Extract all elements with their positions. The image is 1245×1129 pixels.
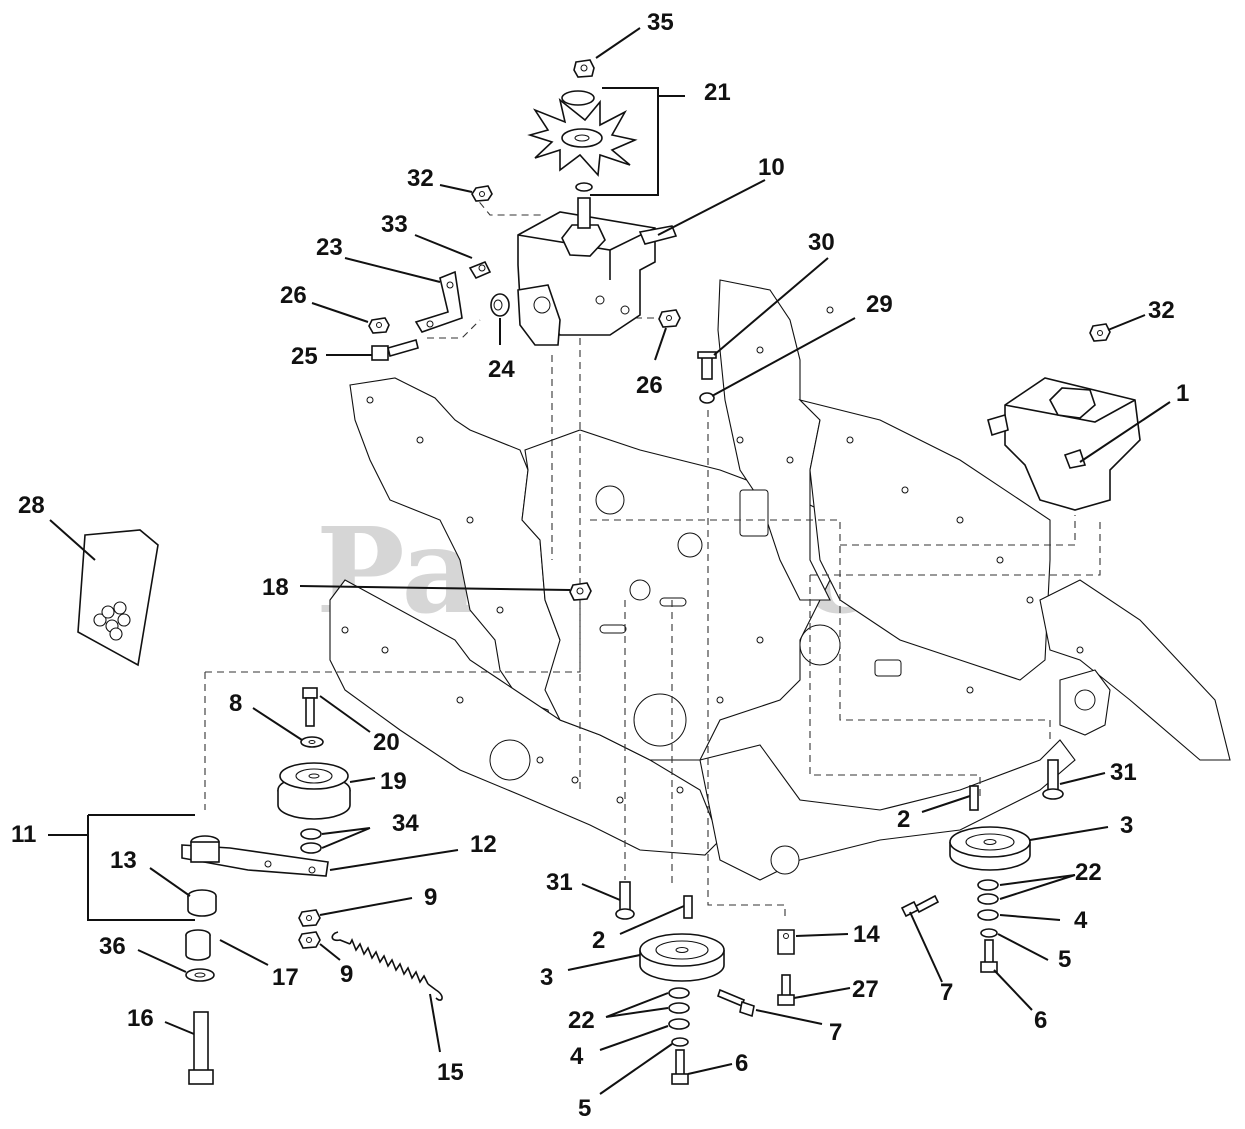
part-bolt-7a xyxy=(717,988,755,1018)
part-washers-34 xyxy=(300,828,322,854)
callouts: 35 21 10 32 33 23 26 25 24 26 30 29 32 1… xyxy=(11,9,1189,1122)
callout-25: 25 xyxy=(291,343,318,370)
part-pin-30 xyxy=(697,351,717,380)
part-lockwasher-5b xyxy=(980,928,998,938)
callout-3-right: 3 xyxy=(1120,812,1133,839)
callout-1: 1 xyxy=(1176,380,1189,407)
part-idler-arm-12 xyxy=(181,835,329,877)
part-washer-29 xyxy=(699,392,715,404)
callout-22-right: 22 xyxy=(1075,859,1102,886)
main-frame xyxy=(329,279,1231,881)
callout-4-right: 4 xyxy=(1074,907,1088,934)
callout-8: 8 xyxy=(229,690,242,717)
part-bolt-20 xyxy=(302,687,318,727)
callout-9-lower: 9 xyxy=(340,961,353,988)
part-key-2a xyxy=(683,895,693,919)
callout-31: 31 xyxy=(546,869,573,896)
callout-34: 34 xyxy=(392,810,419,837)
callout-19: 19 xyxy=(380,768,407,795)
part-nut-18 xyxy=(569,582,592,601)
callout-24: 24 xyxy=(488,356,515,383)
part-spacer-24 xyxy=(490,293,510,317)
part-bolt-16 xyxy=(188,1011,214,1085)
part-key-2b xyxy=(969,785,979,811)
part-washer-36 xyxy=(185,968,215,982)
part-spring-15 xyxy=(331,931,443,1001)
part-nut-26b xyxy=(658,309,681,328)
part-nut-9a xyxy=(298,909,321,927)
callout-22: 22 xyxy=(568,1007,595,1034)
callout-18: 18 xyxy=(262,574,289,601)
part-bolt-33 xyxy=(468,260,492,280)
part-pulley-3a xyxy=(639,933,725,982)
callout-28: 28 xyxy=(18,492,45,519)
part-bolt-6a xyxy=(671,1049,689,1085)
callout-30: 30 xyxy=(808,229,835,256)
part-bushing-13 xyxy=(187,889,217,917)
callout-20: 20 xyxy=(373,729,400,756)
part-lockwasher-5a xyxy=(671,1037,689,1047)
callout-10: 10 xyxy=(758,154,785,181)
part-transmission-10 xyxy=(517,197,678,346)
callout-35: 35 xyxy=(647,9,674,36)
part-standoff-14 xyxy=(777,929,795,955)
callout-26: 26 xyxy=(280,282,307,309)
callout-2: 2 xyxy=(592,927,605,954)
callout-4: 4 xyxy=(570,1043,584,1070)
callout-29: 29 xyxy=(866,291,893,318)
callout-2-right: 2 xyxy=(897,806,910,833)
leader-lines xyxy=(48,27,1171,1095)
part-bolt-31b xyxy=(1042,759,1064,800)
part-decal-28 xyxy=(77,529,159,667)
callout-6-right: 6 xyxy=(1034,1007,1047,1034)
callout-7-right: 7 xyxy=(940,979,953,1006)
callout-9: 9 xyxy=(424,884,437,911)
callout-32-right: 32 xyxy=(1148,297,1175,324)
part-fan-21 xyxy=(527,90,638,192)
callout-31-right: 31 xyxy=(1110,759,1137,786)
callout-7: 7 xyxy=(829,1019,842,1046)
callout-6: 6 xyxy=(735,1050,748,1077)
callout-12: 12 xyxy=(470,831,497,858)
part-washer-4a xyxy=(668,1018,690,1030)
callout-21: 21 xyxy=(704,79,731,106)
part-bolt-27 xyxy=(777,974,795,1006)
part-nut-26a xyxy=(368,317,390,334)
part-nut-9b xyxy=(298,931,321,949)
part-nut-32b xyxy=(1089,323,1111,342)
part-transmission-1 xyxy=(987,377,1141,511)
callout-26-right: 26 xyxy=(636,372,663,399)
part-bolt-7b xyxy=(900,894,940,918)
part-bolt-25 xyxy=(371,339,419,361)
callout-17: 17 xyxy=(272,964,299,991)
part-washers-22a xyxy=(668,987,690,1014)
callout-15: 15 xyxy=(437,1059,464,1086)
callout-27: 27 xyxy=(852,976,879,1003)
part-bolt-31a xyxy=(615,881,635,920)
callout-36: 36 xyxy=(99,933,126,960)
part-washer-8 xyxy=(300,736,324,748)
part-washer-4b xyxy=(977,909,999,921)
part-bolt-6b xyxy=(980,939,998,973)
part-pulley-19 xyxy=(277,762,351,820)
part-nut-35 xyxy=(573,59,595,78)
callout-13: 13 xyxy=(110,847,137,874)
assembly-lines xyxy=(204,192,1101,920)
callout-16: 16 xyxy=(127,1005,154,1032)
callout-3: 3 xyxy=(540,964,553,991)
part-bracket-23 xyxy=(414,270,463,333)
part-nut-32a xyxy=(471,185,493,202)
callout-23: 23 xyxy=(316,234,343,261)
callout-14: 14 xyxy=(853,921,880,948)
callout-32: 32 xyxy=(407,165,434,192)
callout-11: 11 xyxy=(11,821,36,848)
callout-33: 33 xyxy=(381,211,408,238)
callout-5: 5 xyxy=(578,1095,591,1122)
part-washers-22b xyxy=(977,879,999,905)
part-bushing-17 xyxy=(185,929,211,961)
callout-5-right: 5 xyxy=(1058,946,1071,973)
part-pulley-3b xyxy=(949,826,1031,871)
